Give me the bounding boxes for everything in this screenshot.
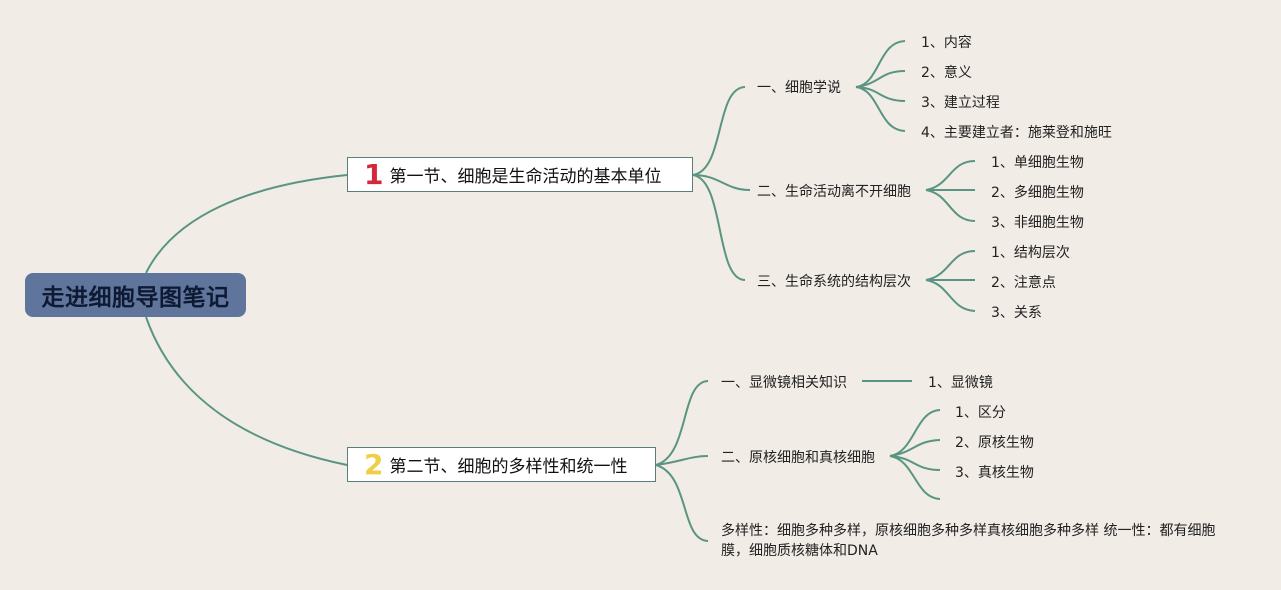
link-s1-topic1	[692, 86, 746, 176]
item-prokaryotes[interactable]: 2、原核生物	[955, 435, 1034, 451]
item-eukaryotes[interactable]: 3、真核生物	[955, 465, 1034, 481]
item-unicellular[interactable]: 1、单细胞生物	[991, 155, 1084, 171]
topic-prokaryote-eukaryote[interactable]: 二、原核细胞和真核细胞	[721, 450, 875, 466]
section-2-node[interactable]: 2 第二节、细胞的多样性和统一性	[347, 447, 656, 482]
link-s2-topic2	[655, 455, 709, 466]
section-2-title: 第二节、细胞的多样性和统一性	[389, 457, 628, 477]
item-microscope[interactable]: 1、显微镜	[928, 375, 993, 391]
link-s2-topic1	[655, 380, 709, 466]
link-s1-topic3	[692, 174, 746, 281]
section-1-title: 第一节、细胞是生命活动的基本单位	[389, 167, 662, 187]
topic-life-activities[interactable]: 二、生命活动离不开细胞	[757, 184, 911, 200]
item-relationship[interactable]: 3、关系	[991, 305, 1042, 321]
topic-life-system-levels[interactable]: 三、生命系统的结构层次	[757, 274, 911, 290]
number-badge-2: 2	[364, 447, 384, 481]
number-badge-1: 1	[364, 157, 384, 191]
item-establishment-process[interactable]: 3、建立过程	[921, 95, 1000, 111]
link-root-section1	[145, 174, 348, 274]
section-1-node[interactable]: 1 第一节、细胞是生命活动的基本单位	[347, 157, 693, 192]
topic-microscope[interactable]: 一、显微镜相关知识	[721, 375, 847, 391]
link-s1-topic2	[692, 174, 751, 191]
topic-cell-theory[interactable]: 一、细胞学说	[757, 80, 841, 96]
item-structure-levels[interactable]: 1、结构层次	[991, 245, 1070, 261]
item-noncellular[interactable]: 3、非细胞生物	[991, 215, 1084, 231]
item-key-points[interactable]: 2、注意点	[991, 275, 1056, 291]
diversity-unity-note[interactable]: 多样性：细胞多种多样，原核细胞多种多样真核细胞多种多样 统一性：都有细胞膜，细胞…	[721, 523, 1216, 559]
root-node[interactable]: 走进细胞导图笔记	[25, 273, 246, 317]
item-distinction[interactable]: 1、区分	[955, 405, 1006, 421]
item-main-founders[interactable]: 4、主要建立者：施莱登和施旺	[921, 125, 1112, 141]
link-root-section2	[145, 316, 348, 466]
item-multicellular[interactable]: 2、多细胞生物	[991, 185, 1084, 201]
item-content[interactable]: 1、内容	[921, 35, 972, 51]
item-significance[interactable]: 2、意义	[921, 65, 972, 81]
link-s2-topic3	[655, 464, 709, 542]
